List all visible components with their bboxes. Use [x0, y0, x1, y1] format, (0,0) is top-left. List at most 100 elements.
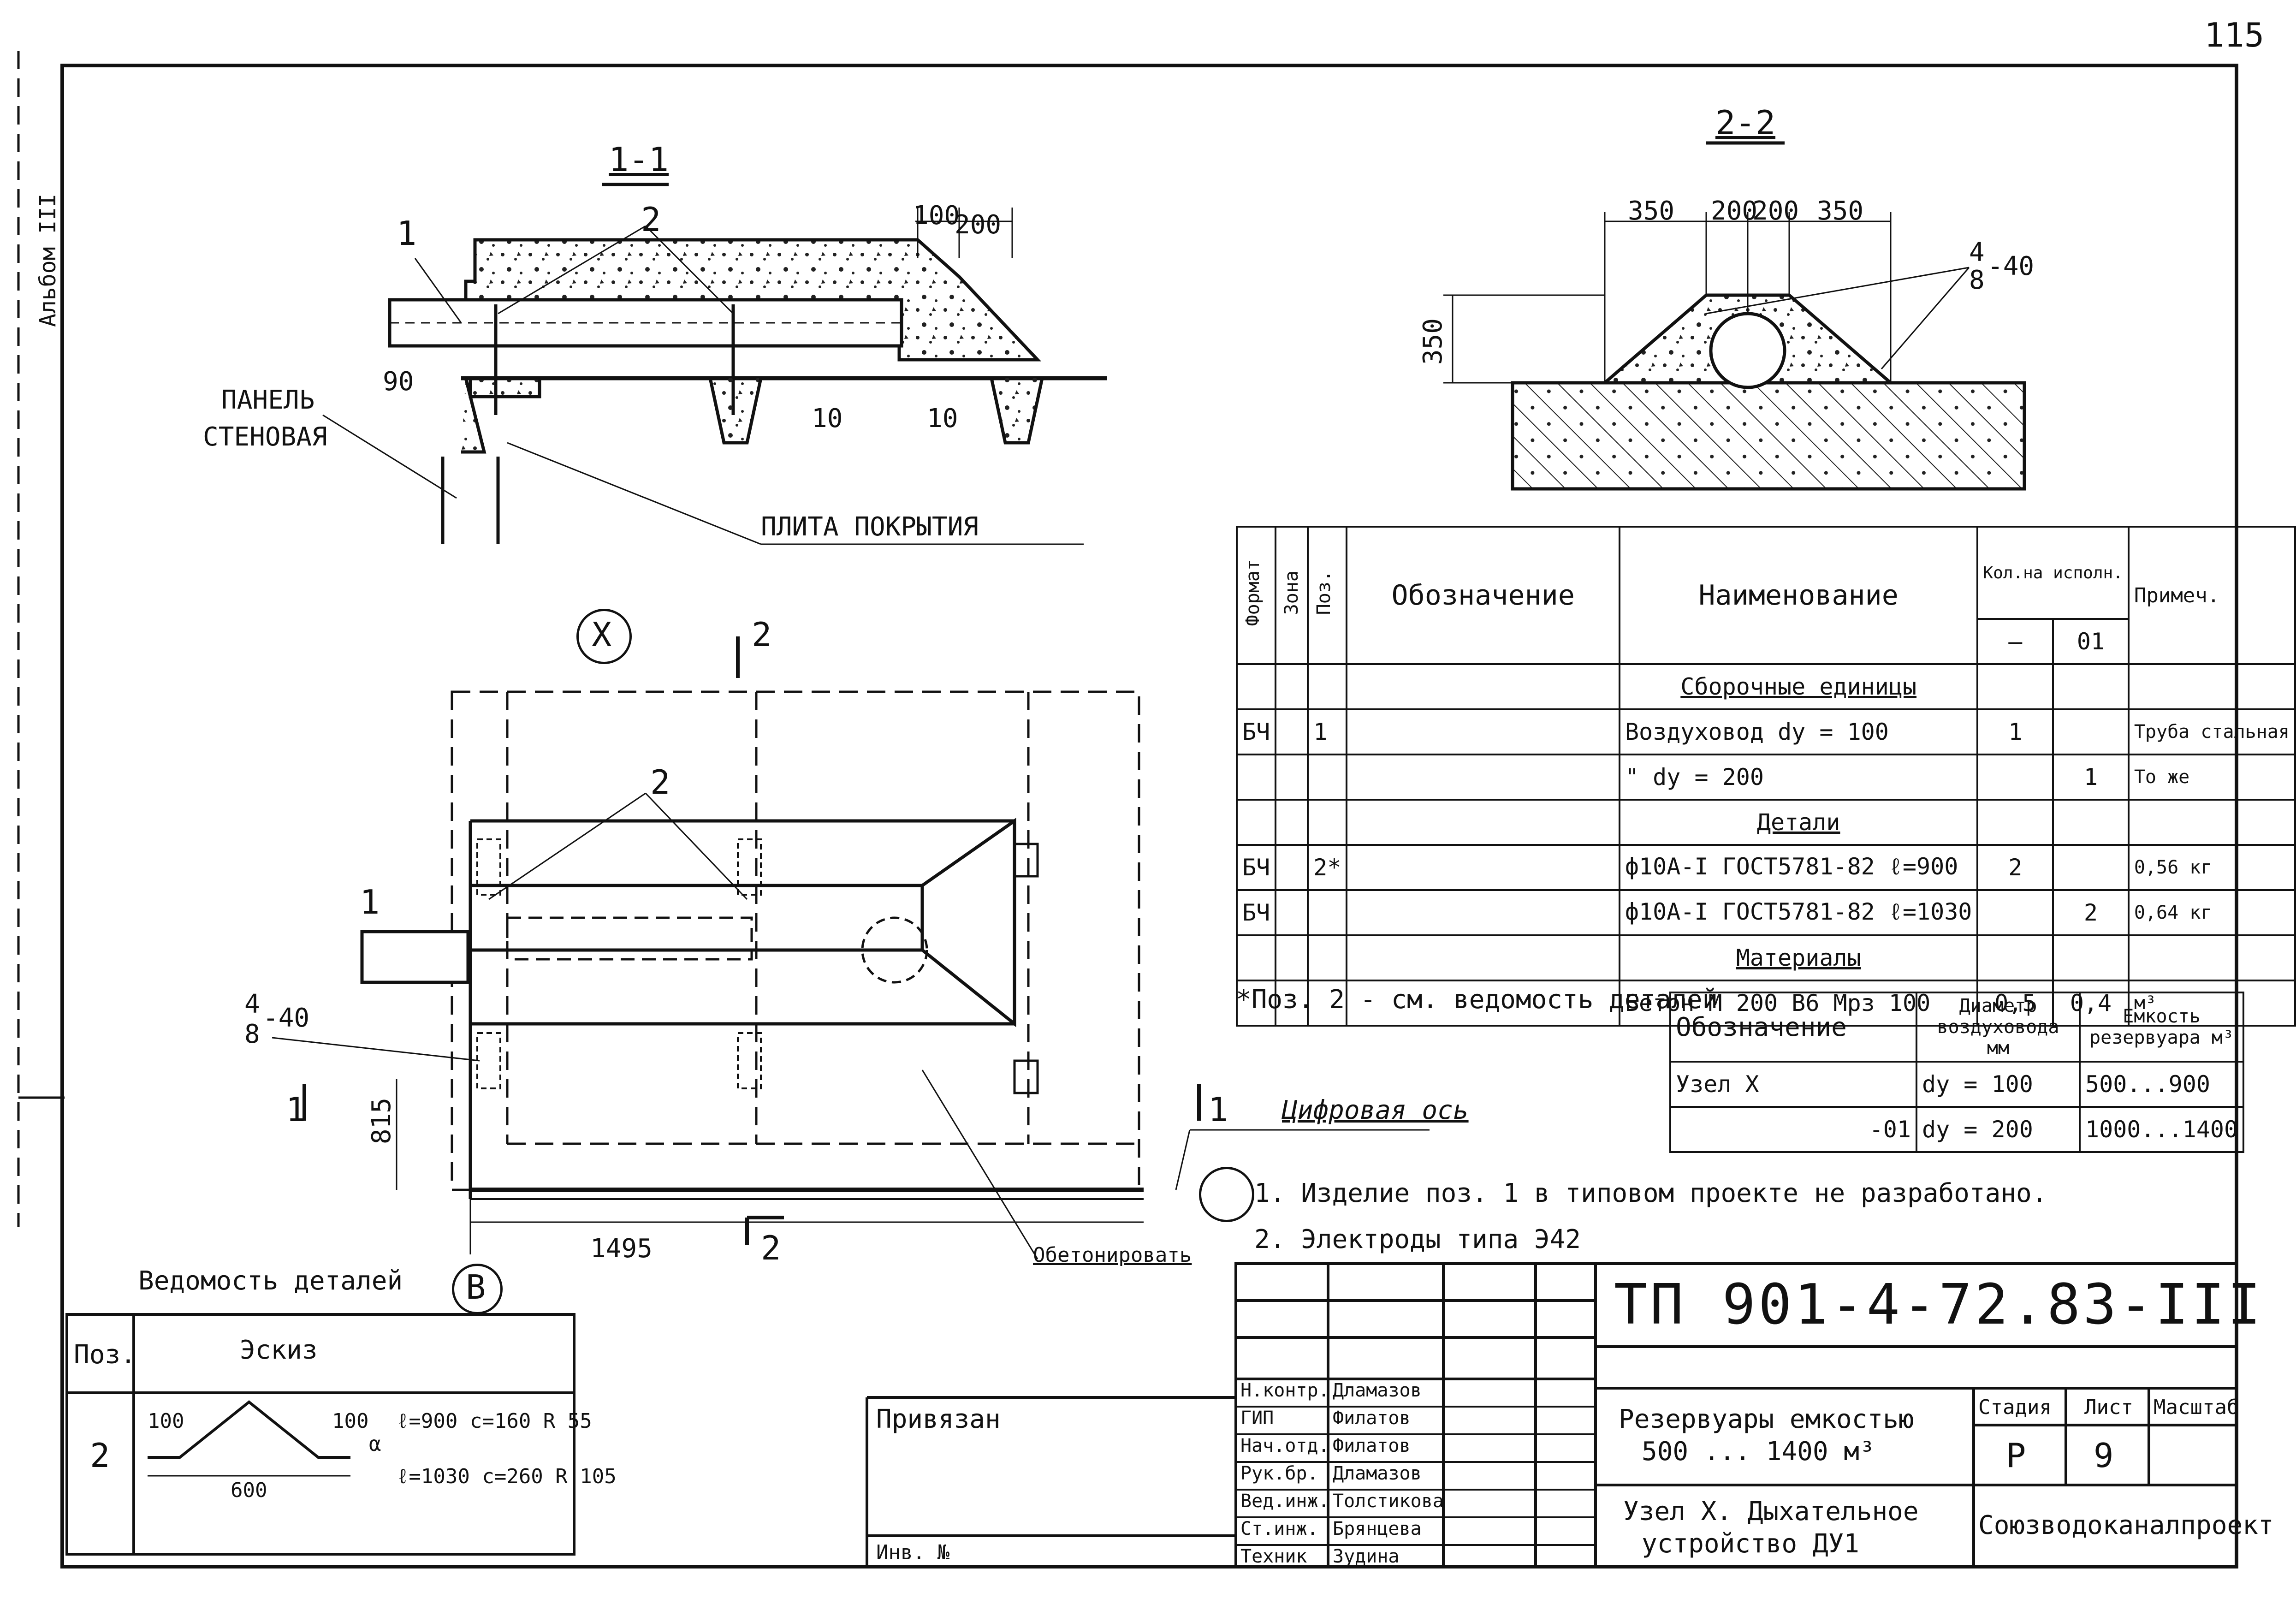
cut-mark: 1: [286, 1090, 306, 1129]
spec-cell-q0: [1976, 889, 2054, 936]
position-label: 2: [650, 763, 670, 802]
spec-cell-pos: [1307, 934, 1348, 981]
node-mark-circle: [576, 609, 632, 664]
position-label: 1: [360, 883, 380, 921]
sheet-label: Лист: [2084, 1396, 2133, 1419]
spec-cell-note: 0,56 кг: [2127, 844, 2296, 891]
spec-cell-q1: [2052, 708, 2130, 755]
spec-row: Сборочные единицы: [1235, 663, 2296, 710]
weld-length: -40: [1987, 251, 2035, 281]
spec-cell-q1: [2052, 799, 2130, 846]
project-title: 500 ... 1400 м³: [1642, 1437, 1875, 1467]
sketch-dim: 100: [148, 1409, 184, 1433]
col-qty-header: Кол.на исполн.: [1976, 526, 2130, 620]
col-note-header: Примеч.: [2127, 526, 2296, 665]
col-zone-header: Зона: [1281, 570, 1303, 615]
details-sketch-header: Эскиз: [240, 1335, 318, 1365]
dim-label: 350: [1418, 318, 1448, 365]
dim-label: 10: [927, 404, 958, 434]
concrete-note: Обетонировать: [1033, 1243, 1192, 1267]
section-2-2-title: 2-2: [1715, 103, 1776, 142]
title-block: [866, 1262, 2238, 1568]
spec-cell-designation: [1346, 934, 1620, 981]
variant-cell: 500...900: [2078, 1061, 2245, 1108]
spec-cell-designation: [1346, 663, 1620, 710]
spec-cell-format: [1235, 754, 1277, 801]
spec-row: Материалы: [1235, 934, 2296, 981]
details-pos: 2: [90, 1436, 110, 1475]
staff-name: Филатов: [1333, 1408, 1411, 1429]
staff-role: Вед.инж.: [1240, 1491, 1329, 1512]
dim-label: 200: [955, 210, 1002, 240]
spec-cell-q0: [1976, 934, 2054, 981]
spec-cell-q1: 2: [2052, 889, 2130, 936]
organization: Союзводоканалпроект: [1978, 1510, 2274, 1540]
spec-cell-format: БЧ: [1235, 844, 1277, 891]
specification-table: Формат Зона Поз. Обозначение Наименовани…: [1235, 526, 2296, 1027]
spec-cell-designation: [1346, 799, 1620, 846]
spec-cell-q0: [1976, 754, 2054, 801]
spec-cell-note: 0,64 кг: [2127, 889, 2296, 936]
col-pos-header: Поз.: [1313, 570, 1335, 615]
spec-footnote: *Поз. 2 - см. ведомость деталей: [1236, 985, 1718, 1015]
bound-label: Привязан: [876, 1404, 1001, 1434]
spec-cell-q0: 1: [1976, 708, 2054, 755]
staff-role: ГИП: [1240, 1408, 1274, 1429]
variant-header: Обозначение: [1669, 992, 1917, 1063]
spec-row: Детали: [1235, 799, 2296, 846]
axis-b-circle: [452, 1264, 503, 1314]
stamp-row-lines: [1236, 1406, 1596, 1546]
dim-label: 350: [1628, 196, 1675, 226]
spec-cell-pos: [1307, 889, 1348, 936]
drawing-title: устройство ДУ1: [1642, 1529, 1860, 1559]
note-line: 2. Электроды типа Э42: [1254, 1224, 1581, 1254]
weld-den: 8: [1969, 265, 1985, 295]
axis-b-label: В: [466, 1268, 486, 1307]
spec-cell-zone: [1275, 844, 1309, 891]
spec-cell-designation: [1346, 708, 1620, 755]
staff-name: Зудина: [1333, 1546, 1400, 1567]
axis-circle: [1199, 1167, 1254, 1222]
variant-header: Емкость резервуара м³: [2078, 992, 2245, 1063]
variant-cell: -01: [1669, 1106, 1917, 1153]
spec-cell-note: То же: [2127, 754, 2296, 801]
section-1-1: [322, 183, 1107, 545]
spec-cell-q1: 1: [2052, 754, 2130, 801]
spec-cell-pos: [1307, 754, 1348, 801]
variant-cell: Узел X: [1669, 1061, 1917, 1108]
spec-cell-q0: 2: [1976, 844, 2054, 891]
dim-label: 10: [812, 404, 843, 434]
position-label: 1: [397, 214, 417, 253]
spec-cell-name: " dy = 200: [1618, 754, 1979, 801]
staff-role: Н.контр.: [1240, 1380, 1329, 1401]
spec-cell-zone: [1275, 754, 1309, 801]
col-designation-header: Обозначение: [1346, 526, 1620, 665]
staff-role: Рук.бр.: [1240, 1463, 1318, 1484]
cut-mark: 1: [1208, 1090, 1228, 1129]
weld-num: 4: [244, 989, 260, 1019]
staff-name: Толстикова: [1333, 1491, 1444, 1512]
panel-callout: ПАНЕЛЬ: [221, 385, 315, 415]
spec-cell-pos: 1: [1307, 708, 1348, 755]
spec-cell-format: [1235, 980, 1277, 1027]
spec-cell-q0: [1976, 799, 2054, 846]
cut-mark: 2: [761, 1229, 781, 1267]
staff-role: Техник: [1240, 1546, 1307, 1567]
variant-cell: dy = 100: [1916, 1061, 2081, 1108]
axis-label: Цифровая ось: [1282, 1095, 1469, 1125]
stage-label: Стадия: [1978, 1396, 2052, 1419]
details-pos-header: Поз.: [74, 1340, 136, 1370]
qty-col-header: —: [1976, 618, 2054, 665]
detail-sketch: [65, 1313, 575, 1556]
spec-cell-format: [1235, 663, 1277, 710]
spec-cell-name: ф10А-I ГОСТ5781-82 ℓ=1030: [1618, 889, 1979, 936]
spec-cell-name: Сборочные единицы: [1618, 663, 1979, 710]
spec-cell-designation: [1346, 889, 1620, 936]
variant-header: Диаметр воздуховода мм: [1916, 992, 2081, 1063]
spec-cell-name: ф10А-I ГОСТ5781-82 ℓ=900: [1618, 844, 1979, 891]
album-label: Альбом III: [35, 194, 61, 327]
staff-name: Дламазов: [1333, 1380, 1422, 1401]
